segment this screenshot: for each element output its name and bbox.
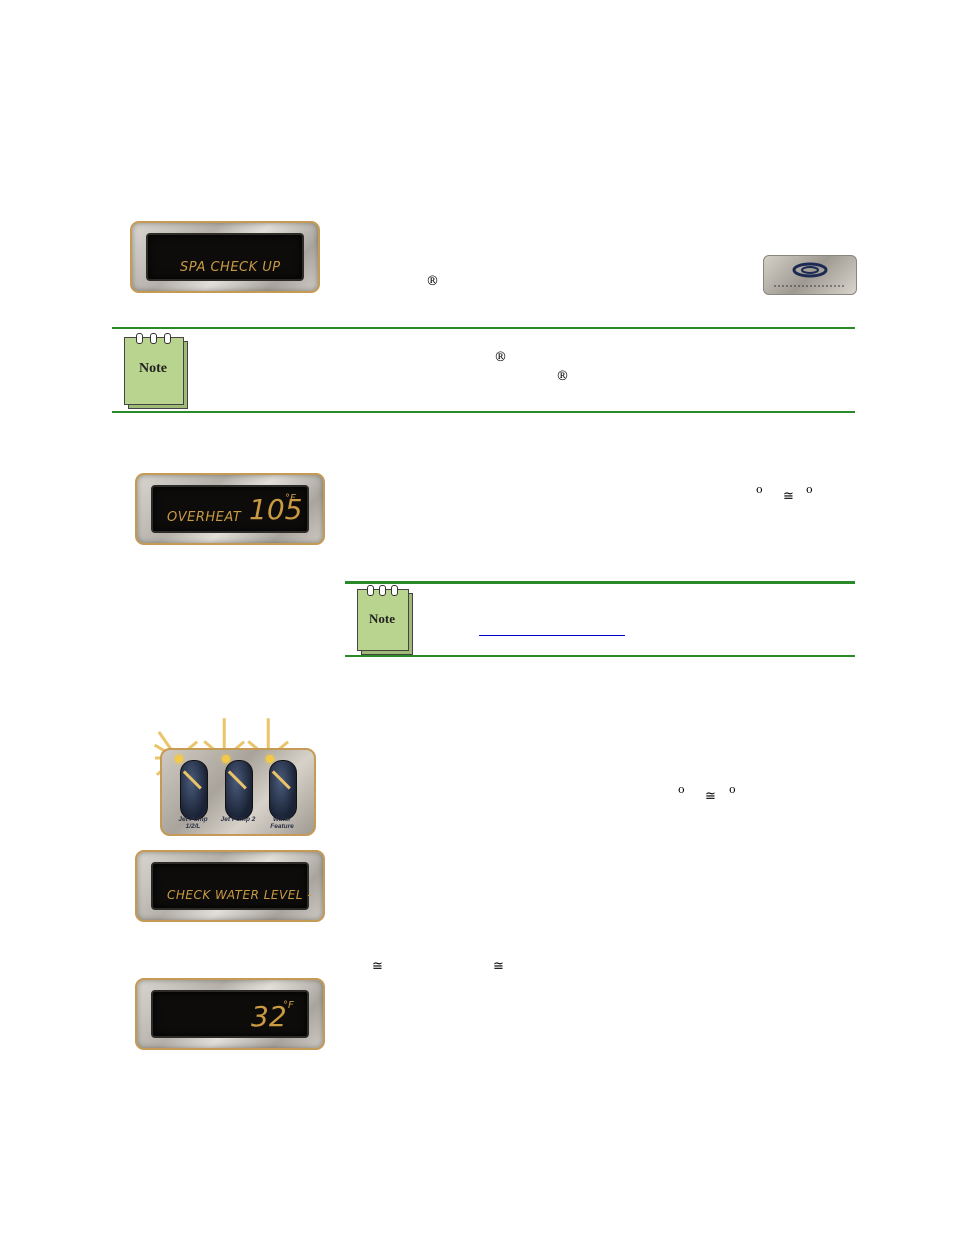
lcd-screen (151, 485, 309, 533)
spa-check-up-display: SPA CHECK UP (130, 221, 320, 293)
degree-mark: o (756, 483, 763, 496)
lcd-screen (151, 862, 309, 910)
degree-mark: o (729, 783, 736, 796)
check-water-level-display: CHECK WATER LEVEL - (135, 850, 325, 922)
jet-pump-2-button[interactable] (225, 760, 253, 820)
note-bottom-rule (112, 411, 855, 413)
approx-mark: ≅ (372, 959, 383, 974)
note-label: Note (139, 361, 167, 376)
overheat-display: OVERHEAT 105 °F (135, 473, 325, 545)
brand-swirl-icon (774, 262, 846, 287)
note-top-rule (345, 581, 855, 584)
approx-mark: ≅ (493, 959, 504, 974)
lcd-text: OVERHEAT (167, 510, 242, 525)
note-label: Note (369, 611, 395, 626)
water-feature-button[interactable] (269, 760, 297, 820)
approx-mark: ≅ (783, 489, 794, 504)
jet-pump-1-label: Jet Pump 1/2/L (178, 816, 208, 830)
note-top-rule (112, 327, 855, 329)
led-indicator-icon (266, 755, 274, 763)
led-indicator-icon (222, 755, 230, 763)
jet-pump-control-panel: Jet Pump 1/2/L Jet Pump 2 Water Feature (140, 715, 316, 836)
note-pad-icon: Note (357, 585, 417, 659)
lcd-screen (146, 233, 304, 281)
lcd-text: SPA CHECK UP (180, 260, 281, 275)
jet-pump-1-button[interactable] (180, 760, 208, 820)
hyperlink-underline[interactable] (479, 635, 625, 636)
registered-mark: ® (494, 350, 507, 365)
lcd-temperature: 32 (251, 1000, 287, 1033)
registered-mark: ® (426, 274, 439, 289)
degree-mark: o (806, 483, 813, 496)
note-bottom-rule (345, 655, 855, 657)
freeze-temperature-display: 32 °F (135, 978, 325, 1050)
lcd-temperature: 105 (249, 493, 303, 526)
brand-logo-badge (763, 255, 857, 295)
lcd-temperature-unit: °F (285, 493, 296, 504)
lcd-screen (151, 990, 309, 1038)
pump-panel-base: Jet Pump 1/2/L Jet Pump 2 Water Feature (160, 748, 316, 836)
jet-pump-2-label: Jet Pump 2 (220, 816, 256, 823)
note-pad-icon: Note (124, 333, 188, 409)
lcd-temperature-unit: °F (283, 1000, 294, 1011)
degree-mark: o (678, 783, 685, 796)
lcd-text: CHECK WATER LEVEL - (167, 888, 313, 902)
approx-mark: ≅ (705, 789, 716, 804)
water-feature-label: Water Feature (270, 816, 294, 830)
registered-mark: ® (556, 369, 569, 384)
led-indicator-icon (175, 755, 183, 763)
